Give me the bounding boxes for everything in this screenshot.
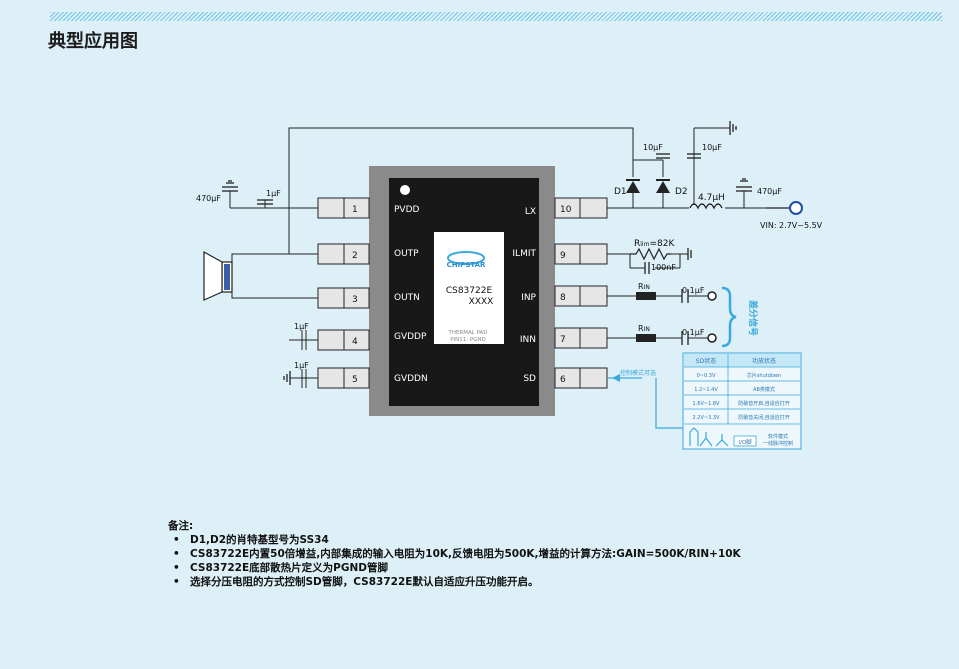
right-pin-7: 7 <box>554 327 608 349</box>
right-pin-10: 10 <box>554 197 608 219</box>
pin-name-sd: SD <box>523 374 536 384</box>
io-pin-label: I/O脚 <box>738 438 752 446</box>
note-item: CS83722E内置50倍增益,内部集成的输入电阻为10K,反馈电阻为500K,… <box>173 547 741 561</box>
label-c470-left: 470μF <box>196 194 221 203</box>
diff-signal-label: 差分信号 <box>747 300 759 336</box>
label-c100n: 100nF <box>651 263 676 272</box>
label-c-inn: 0.1μF <box>682 328 705 337</box>
right-pin-6: 6 <box>554 367 608 389</box>
chip-part-number: CS83722E <box>446 286 493 296</box>
label-vin: VIN: 2.7V~5.5V <box>760 221 823 230</box>
sd-row-3-mode: 防破音关闭,自适应打开 <box>738 414 790 421</box>
top-rail-wire <box>288 127 634 208</box>
label-inductor: 4.7μH <box>698 193 725 203</box>
left-pin-number: 1 <box>352 205 358 215</box>
capacitor-symbols <box>222 153 752 345</box>
label-c1u-pvdd: 1μF <box>266 189 281 198</box>
label-rlim: Rlim=82K <box>634 239 675 249</box>
pin-name-pvdd: PVDD <box>394 205 420 215</box>
left-pin-number: 2 <box>352 251 358 261</box>
label-d2: D2 <box>675 187 688 197</box>
left-pin-5: 5 <box>317 367 370 389</box>
pin-name-gvddn: GVDDN <box>394 374 428 384</box>
left-pin-number: 3 <box>352 295 358 305</box>
pin-name-gvddp: GVDDP <box>394 332 427 342</box>
sd-row-2-state: 1.6V~1.8V <box>693 401 721 407</box>
left-pin-4: 4 <box>317 329 370 351</box>
sd-row-1-mode: AB类模式 <box>753 386 775 393</box>
pin1-marker <box>400 185 410 195</box>
label-d1: D1 <box>614 187 627 197</box>
pin-name-inn: INN <box>520 335 536 345</box>
right-pin-8: 8 <box>554 285 608 307</box>
sd-header-mode: 功放状态 <box>752 357 776 365</box>
right-pin-number: 9 <box>560 251 566 261</box>
sd-header-state: SD状态 <box>696 357 716 365</box>
label-c-inp: 0.1μF <box>682 286 705 295</box>
notes-heading: 备注: <box>168 520 194 532</box>
sd-row-3-state: 2.2V~3.3V <box>693 415 721 421</box>
label-rin-inp: RIN <box>638 282 650 291</box>
left-pin-number: 5 <box>352 375 358 385</box>
outp-wire <box>231 253 318 262</box>
notes-section: 备注: D1,D2的肖特基型号为SS34 CS83722E内置50倍增益,内部集… <box>168 519 741 589</box>
resistor-rin-inn-symbol <box>636 334 656 342</box>
chip-logo: CHIPSTAR <box>447 261 486 269</box>
right-pin-number: 6 <box>560 375 566 385</box>
right-pin-number: 7 <box>560 335 566 345</box>
diode-symbols <box>626 179 670 193</box>
pin-name-inp: INP <box>521 293 536 303</box>
right-pin-9: 9 <box>554 243 608 265</box>
inn-terminal <box>707 333 717 343</box>
label-c10u-b: 10μF <box>702 143 722 152</box>
right-pin-number: 10 <box>560 205 572 215</box>
left-pin-number: 4 <box>352 337 358 347</box>
soft-mode-label-2: 一线脉冲控制 <box>763 440 793 447</box>
label-c10u-a: 10μF <box>643 143 663 152</box>
vin-terminal <box>789 201 803 215</box>
speaker-icon <box>203 250 233 301</box>
left-pin-3: 3 <box>317 287 370 309</box>
page-title: 典型应用图 <box>48 31 138 52</box>
thermal-pad-label: THERMAL PAD <box>447 330 487 336</box>
sd-row-0-state: 0~0.3V <box>697 373 716 379</box>
sd-row-2-mode: 防破音开启,自适应打开 <box>738 400 790 407</box>
inp-terminal <box>707 291 717 301</box>
outn-wire <box>231 292 318 299</box>
left-pin-2: 2 <box>317 243 370 265</box>
note-item: CS83722E底部散热片定义为PGND管脚 <box>173 561 741 575</box>
note-item: 选择分压电阻的方式控制SD管脚，CS83722E默认自适应升压功能开启。 <box>173 575 741 589</box>
label-c1u-gvddn: 1μF <box>294 361 309 370</box>
label-rin-inn: RIN <box>638 324 650 333</box>
right-pin-number: 8 <box>560 293 566 303</box>
left-pin-1: 1 <box>317 197 370 219</box>
left-pin-blocks: 1 2 3 4 5 <box>317 197 370 389</box>
thermal-pad <box>434 232 504 344</box>
header-hatch-bar <box>50 12 942 21</box>
pin-name-lx: LX <box>525 207 536 217</box>
right-pin-blocks: 10 9 8 7 6 <box>554 197 608 389</box>
note-item: D1,D2的肖特基型号为SS34 <box>173 533 741 547</box>
resistor-rin-inp-symbol <box>636 292 656 300</box>
soft-mode-label-1: 软件模式 <box>768 433 788 440</box>
thermal-pad-pin-label: PIN11: PGND <box>450 337 486 343</box>
sd-control-panel: 控制模式可选 SD状态 功放状态 0~0.3V 芯片shutdown 1.2~1… <box>607 352 802 450</box>
label-c470-right: 470μF <box>757 187 782 196</box>
resistor-rlim-symbol <box>630 247 671 261</box>
pin-name-outn: OUTN <box>394 293 420 303</box>
sd-control-label: 控制模式可选 <box>620 369 656 377</box>
pin-name-outp: OUTP <box>394 249 419 259</box>
label-c1u-gvddp: 1μF <box>294 322 309 331</box>
differential-signal-brace: 差分信号 <box>721 286 759 348</box>
pin-name-ilmit: ILMIT <box>512 249 536 259</box>
chip-date-code: XXXX <box>469 297 494 307</box>
sd-row-0-mode: 芯片shutdown <box>747 372 781 379</box>
notes-list: D1,D2的肖特基型号为SS34 CS83722E内置50倍增益,内部集成的输入… <box>168 533 741 589</box>
sd-row-1-state: 1.2~1.4V <box>694 387 718 393</box>
